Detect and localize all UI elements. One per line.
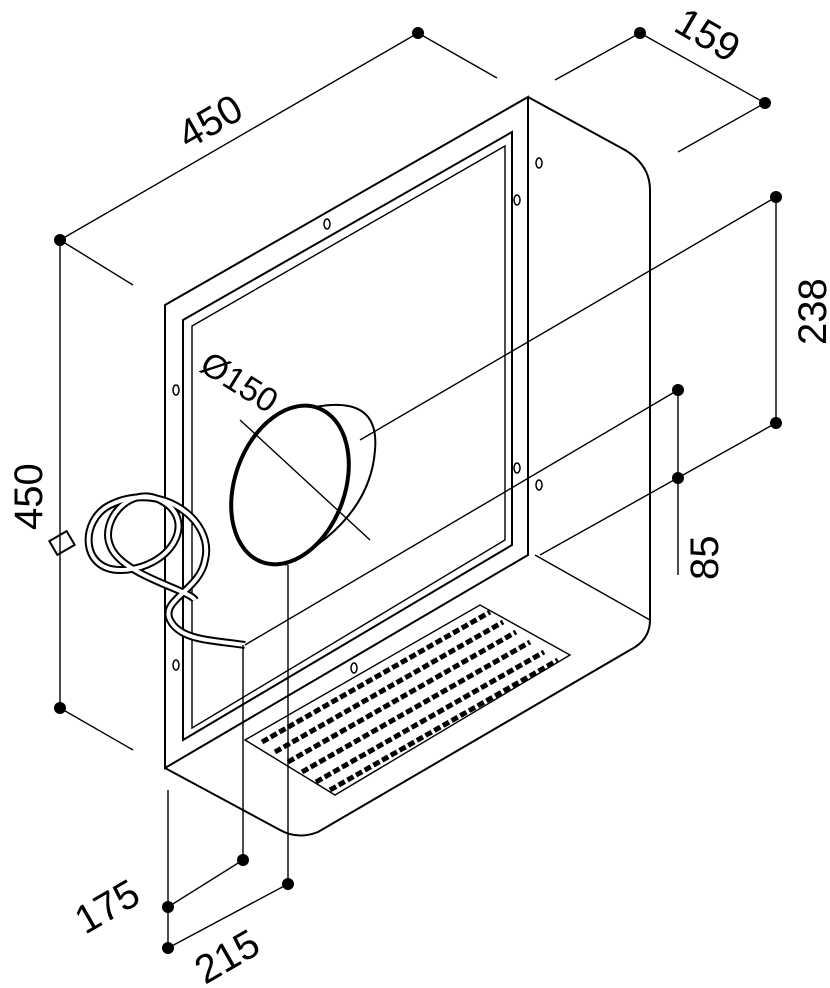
dim-duct-height: 238 <box>791 278 830 345</box>
dimension-lines <box>59 32 777 949</box>
dim-height: 450 <box>7 463 51 530</box>
power-cable <box>47 492 246 649</box>
plug-icon <box>47 529 77 557</box>
dimension-endpoints <box>54 27 782 954</box>
front-frame-inner <box>182 130 513 742</box>
dim-depth: 159 <box>668 0 748 71</box>
bottom-side-edge <box>534 554 651 621</box>
dim-width-top: 450 <box>171 86 251 157</box>
front-frame-outer <box>164 95 529 770</box>
grille-slots <box>260 609 560 793</box>
unit-body <box>164 95 651 837</box>
dim-cable-height: 85 <box>683 536 727 581</box>
grille <box>243 604 572 796</box>
dim-cable-offset: 175 <box>68 871 148 942</box>
duct-collar <box>229 196 777 567</box>
mounting-holes <box>172 157 543 674</box>
dim-duct-diameter: Ø150 <box>194 345 285 421</box>
side-panel <box>527 96 651 651</box>
bottom-edge <box>164 649 631 837</box>
